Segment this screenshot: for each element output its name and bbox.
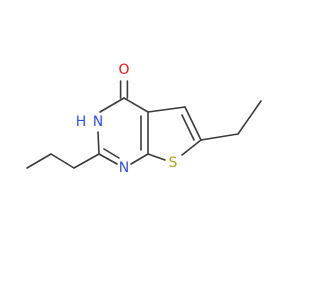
sulfur-label: S xyxy=(169,155,178,171)
bond-n1-c7a xyxy=(130,153,149,165)
bond-n3-c2 xyxy=(97,131,100,155)
molecule-canvas: O H N N S xyxy=(26,62,262,176)
bond-s-c7a xyxy=(147,153,166,161)
nitrogen-lower-label: N xyxy=(119,160,129,176)
bond-c5-c6-double xyxy=(181,114,195,141)
bond-propyl-2 xyxy=(50,153,75,169)
bond-c4-n3 xyxy=(99,97,125,113)
bond-c6-s xyxy=(181,139,202,156)
bond-c4a-c5 xyxy=(147,106,186,113)
oxygen-label: O xyxy=(118,62,129,78)
bond-c2-n1-double xyxy=(103,148,120,159)
bond-c6-ethyl xyxy=(200,133,239,141)
bond-propyl-3 xyxy=(26,153,52,169)
bond-c2-propyl xyxy=(73,153,100,169)
bond-c4-c4a xyxy=(123,97,149,113)
structure-diagram: O H N N S xyxy=(26,62,262,176)
bond-c2-n1 xyxy=(98,153,118,165)
bond-c5-c6 xyxy=(184,106,202,141)
nitrogen-h-label: H xyxy=(76,114,87,130)
nitrogen-upper-label: N xyxy=(93,114,103,130)
bond-ethyl-ch3 xyxy=(237,100,262,135)
